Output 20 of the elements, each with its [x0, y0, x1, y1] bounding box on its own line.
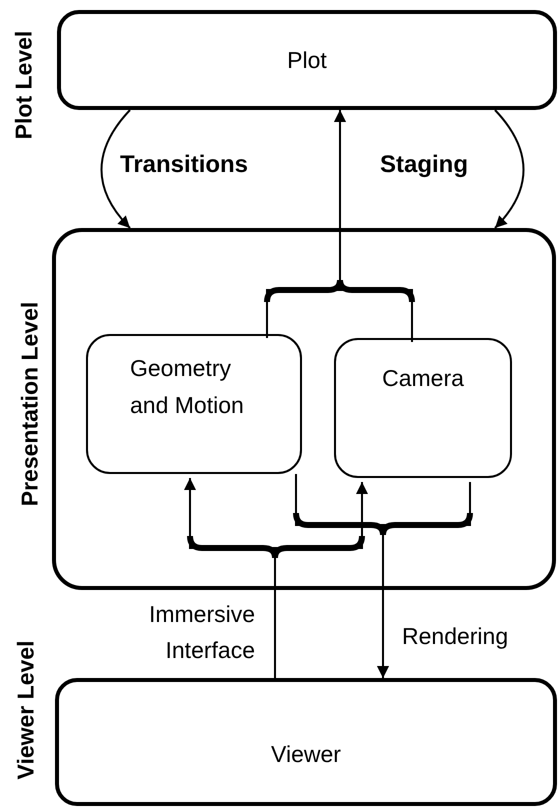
- level-panel: [52, 228, 556, 590]
- process-box: [334, 338, 512, 478]
- node-label: Plot: [286, 46, 328, 75]
- level-label: Presentation Level: [16, 302, 44, 506]
- level-panel: [57, 10, 557, 110]
- process-box: [86, 334, 302, 474]
- node-label: Camera: [381, 364, 465, 393]
- level-label: Viewer Level: [12, 640, 40, 780]
- edge-label: Rendering: [402, 622, 510, 651]
- edge-label: Transitions: [120, 150, 250, 180]
- arrow: [494, 109, 524, 229]
- node-label: Geometry and Motion: [130, 354, 245, 420]
- node-label: Viewer: [270, 740, 342, 769]
- arrow: [334, 110, 413, 342]
- edge-label: Staging: [380, 150, 469, 180]
- edge-label: Immersive Interface: [148, 600, 255, 665]
- arrow: [377, 482, 471, 678]
- level-label: Plot Level: [10, 30, 38, 140]
- arrow: [100, 109, 131, 229]
- level-panel: [55, 678, 557, 806]
